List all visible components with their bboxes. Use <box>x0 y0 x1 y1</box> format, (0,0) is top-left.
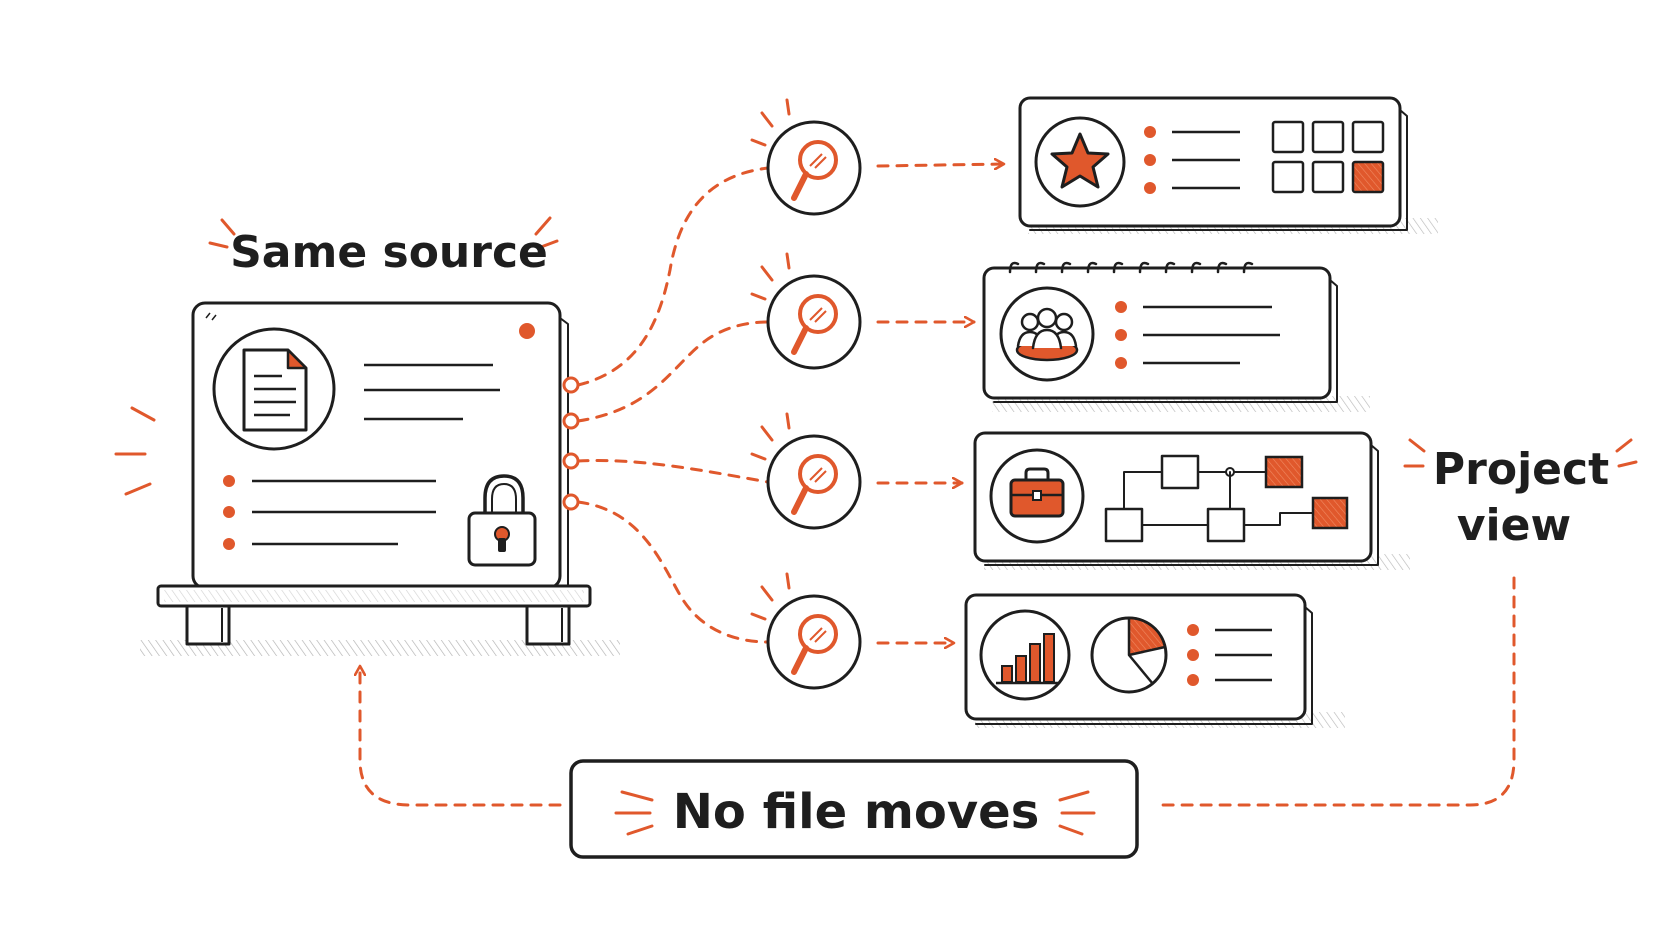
magnifier-icon <box>766 274 862 370</box>
source-port <box>562 452 580 470</box>
connector-1 <box>576 166 770 387</box>
connector-2 <box>576 320 770 423</box>
lock-icon <box>467 474 537 567</box>
project-view-label-group: Project view <box>1403 438 1638 551</box>
source-port <box>562 412 580 430</box>
magnifier-icon <box>766 120 862 216</box>
view-card-team <box>982 261 1370 412</box>
project-view-label-line1: Project <box>1433 444 1609 495</box>
view-card-starred <box>1018 96 1438 234</box>
view-card-project <box>973 431 1410 570</box>
card-bullet <box>1115 329 1127 341</box>
source-corner-tick <box>205 312 217 321</box>
source-to-filter-connectors <box>576 166 770 644</box>
source-port <box>562 376 580 394</box>
source-status-dot <box>519 323 535 339</box>
source-card <box>140 301 620 656</box>
briefcase-icon <box>989 448 1085 544</box>
source-bullet <box>223 538 235 550</box>
arrow-1 <box>876 164 1006 166</box>
connector-4 <box>576 500 770 644</box>
filter-magnifier-2 <box>750 252 862 370</box>
same-source-label: Same source <box>230 227 548 278</box>
no-file-moves-label: No file moves <box>673 784 1040 840</box>
source-shelf-hatch <box>164 590 584 602</box>
team-icon <box>999 286 1095 382</box>
filter-magnifier-4 <box>750 572 862 690</box>
card-bullet <box>1187 674 1199 686</box>
bar-chart-icon <box>979 609 1071 701</box>
view-card-shadow <box>992 396 1370 412</box>
card-bullet <box>1144 126 1156 138</box>
filter-magnifier-3 <box>750 412 862 530</box>
source-bullet <box>223 475 235 487</box>
card-bullet <box>1115 301 1127 313</box>
flowchart-icon <box>1104 454 1349 543</box>
spiral-binding <box>1008 261 1254 274</box>
filter-to-view-arrows <box>876 164 1006 643</box>
source-bullet <box>223 506 235 518</box>
card-bullet <box>1187 649 1199 661</box>
magnifier-icon <box>766 594 862 690</box>
same-source-label-group: Same source <box>208 216 559 278</box>
return-path <box>360 576 1516 807</box>
no-file-moves-box: No file moves <box>569 759 1139 859</box>
pie-chart-icon <box>1090 616 1168 694</box>
filter-magnifier-1 <box>750 98 862 216</box>
project-view-label-line2: view <box>1457 500 1571 551</box>
return-path-right <box>1156 576 1516 807</box>
card-bullet <box>1144 182 1156 194</box>
card-bullet <box>1144 154 1156 166</box>
magnifier-icon <box>766 434 862 530</box>
source-port <box>562 493 580 511</box>
card-bullet <box>1115 357 1127 369</box>
connector-3 <box>576 459 770 484</box>
card-bullet <box>1187 624 1199 636</box>
source-shadow <box>140 640 620 656</box>
document-icon <box>212 327 336 451</box>
return-path-left <box>360 664 562 807</box>
star-icon <box>1034 116 1126 208</box>
grid-icon <box>1271 120 1385 194</box>
view-card-analytics <box>964 593 1345 728</box>
source-emphasis-marks <box>114 406 156 496</box>
